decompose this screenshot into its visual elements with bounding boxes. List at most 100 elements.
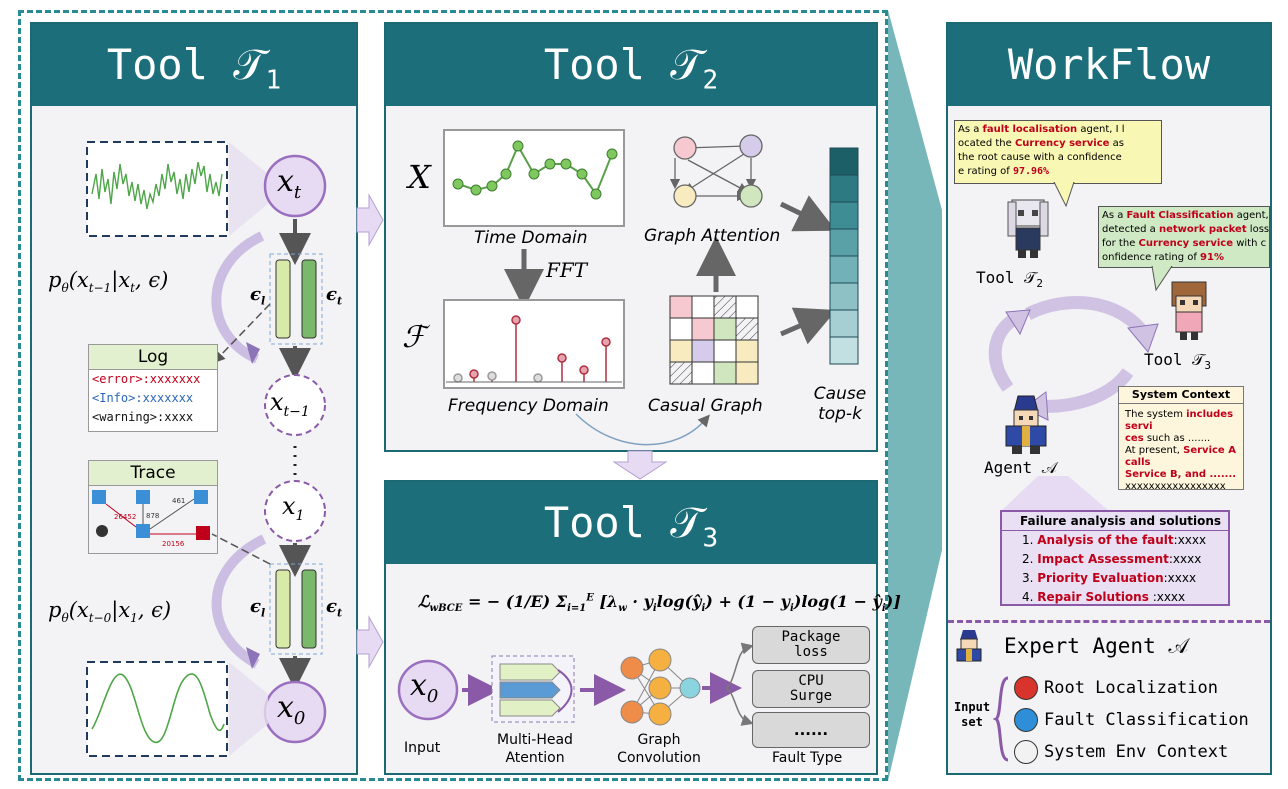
workflow-cycle-arrows [988,296,1159,421]
fault-type-cpu-surge: CPU Surge [752,670,870,708]
trace-box: Trace [88,460,218,554]
xt1-node [264,374,326,436]
xt-label: xt [277,164,302,203]
system-env-context-icon [1014,740,1038,764]
failure-analysis-title: Failure analysis and solutions [1002,512,1228,531]
topk-text: top-k [818,404,862,424]
tool3-header: Tool 𝒯3 [386,482,876,564]
x0-label: x0 [277,690,306,729]
pipeline-frame [18,10,888,781]
system-context-title: System Context [1119,389,1243,404]
cause-topk-stack [829,147,859,365]
failure-item-2: 2. Impact Assessment:xxxx [1022,552,1202,566]
tool2-title-sub: 2 [702,65,719,96]
cause-text: Cause [813,384,867,404]
noisy-signal-box [86,141,228,237]
x0-input-label: x0 [410,668,439,707]
failure-funnel [1002,476,1108,510]
input-system-env-context: System Env Context [1044,742,1229,762]
trace-graph: 26452 878 461 20156 [92,490,210,548]
tool2-diagram [443,129,859,446]
tool2-title: Tool 𝒯 [543,40,703,89]
failure-item-4: 4. Repair Solutions :xxxx [1022,590,1186,604]
trace-num-2: 878 [146,512,159,520]
smooth-signal [91,673,225,743]
x1-label: x1 [282,492,305,524]
tool2-avatar [1007,199,1049,258]
wbce-formula: ℒwBCE = − (1/E) Σi=1E [λw · yilog(ŷi) + … [418,592,901,615]
tool1-title-sub: 1 [265,65,282,96]
input-label: Input [404,740,441,756]
workflow-panel: WorkFlow As a fault localisation agent, … [946,22,1272,775]
failure-analysis-box: Failure analysis and solutions 1. Analys… [1000,510,1230,606]
epsilon-block-top [269,253,323,345]
tool3-title-sub: 3 [702,523,719,554]
graph-conv-network [620,648,701,726]
reverse-eq-top: pθ(xt−1|xt, ϵ) [48,268,169,296]
tool1-header: Tool 𝒯1 [32,24,356,106]
agent-bubble-fault-localisation: As a fault localisation agent, I l ocate… [954,120,1162,184]
eps-l-top: ϵl [250,284,266,308]
trace-title: Trace [89,461,217,486]
input-root-localization: Root Localization [1044,678,1218,698]
input-set-brace [992,676,1009,762]
log-line-info: <Info>:xxxxxxx [92,391,194,405]
time-domain-label: Time Domain [474,228,588,248]
eps-t-bottom: ϵt [326,596,343,620]
tool3-char-label: Tool 𝒯3 [1144,350,1212,373]
tool2-header: Tool 𝒯2 [386,24,876,106]
epsilon-block-bottom [269,563,323,655]
x-label: X [408,158,431,196]
smooth-signal-box [86,661,228,757]
attention-graph [669,134,763,208]
system-context-box: System Context The system includes servi… [1118,386,1244,490]
tool1-diagram: 26452 878 461 20156 [86,141,327,757]
agent-char-label: Agent 𝒜 [984,458,1057,477]
trace-num-3: 461 [172,497,185,505]
graph-attention-label: Graph Attention [644,226,781,246]
funnel-connector [888,10,942,781]
workflow-header: WorkFlow [948,24,1270,106]
eps-t-top: ϵt [326,284,343,308]
tool1-title: Tool 𝒯 [106,40,266,89]
input-fault-classification: Fault Classification [1044,710,1249,730]
tool1-panel: Tool 𝒯1 [30,22,358,775]
fault-type-label: Fault Type [772,750,843,766]
eps-l-bottom: ϵl [250,596,266,620]
failure-item-3: 3. Priority Evaluation:xxxx [1022,571,1197,585]
x1-node [264,480,326,542]
agent-bubble-fault-classification: As a Fault Classification agent, I detec… [1098,206,1270,268]
f-label: ℱ [402,320,426,355]
failure-item-1: 1. Analysis of the fault:xxxx [1022,533,1207,547]
root-localization-icon [1014,676,1038,700]
trace-num-1: 26452 [114,513,136,521]
tool3-title: Tool 𝒯 [543,498,703,547]
bubble1-tail [1053,182,1075,208]
fault-type-package-loss: Package loss [752,626,870,664]
tool2-char-label: Tool 𝒯2 [976,268,1044,291]
frequency-domain-label: Frequency Domain [448,396,609,416]
x0-input-node [397,659,459,721]
log-line-warning: <warning>:xxxx [92,410,194,424]
casual-graph-label: Casual Graph [648,396,763,416]
causal-graph-matrix [669,295,759,385]
fft-label: FFT [546,258,588,282]
xt-node [263,154,327,218]
arrow-t1-t3 [356,615,384,669]
log-title: Log [89,345,217,370]
fault-type-more: ...... [752,712,870,748]
trace-num-4: 20156 [162,540,185,548]
arrow-t1-t2 [356,193,384,247]
log-line-error: <error>:xxxxxxx [92,372,201,386]
tool3-avatar [1171,281,1207,340]
noisy-signal [91,161,223,210]
fault-classification-icon [1014,708,1038,732]
bubble2-tail [1151,266,1173,292]
arrow-t2-t3 [612,450,668,480]
expert-agent-title: Expert Agent 𝒜 [1004,634,1189,658]
agent-avatar [1005,395,1047,454]
workflow-divider [948,620,1270,623]
